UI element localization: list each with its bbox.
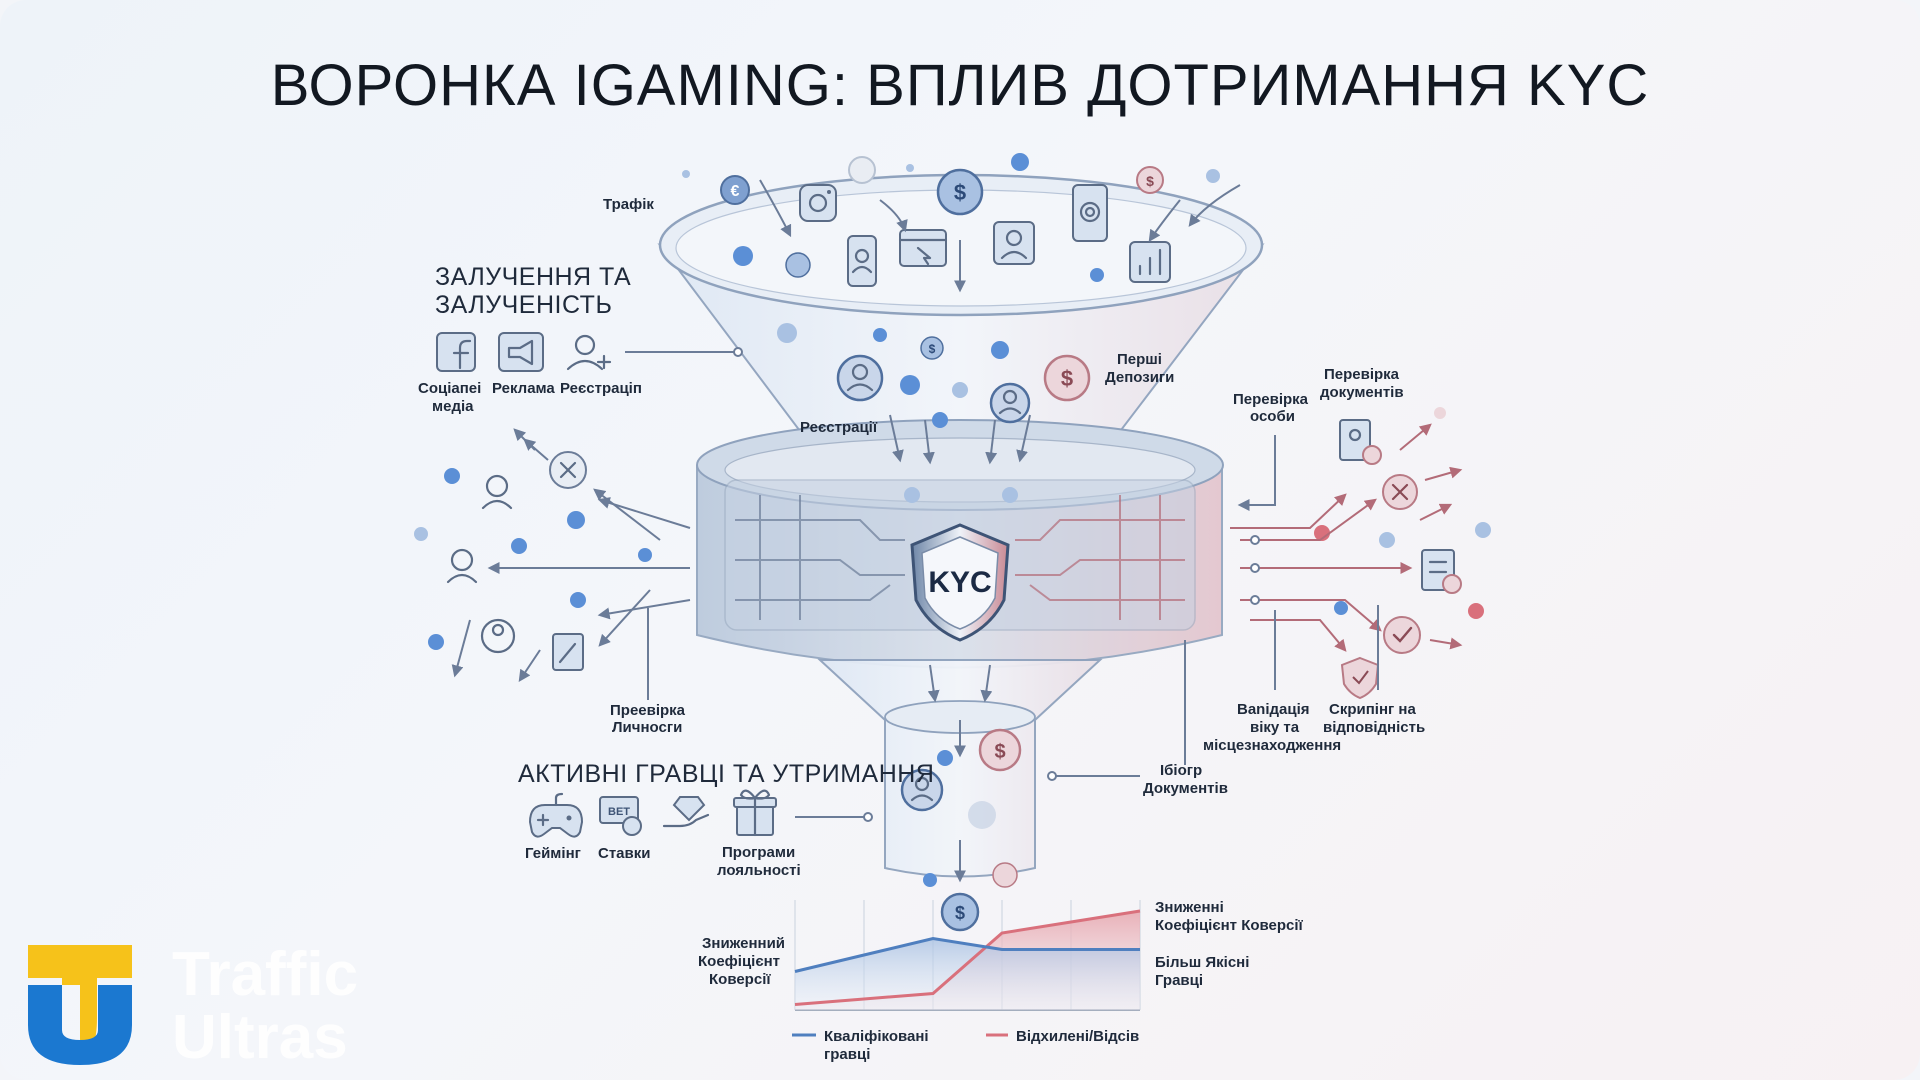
- page-title: ВОРОНКА IGAMING: ВПЛИВ ДОТРИМАННЯ KYC: [271, 53, 1650, 118]
- diamond-hand-icon: [662, 796, 710, 828]
- logo-cup: [28, 985, 132, 1065]
- first-deposits-label-1: Перші: [1117, 351, 1162, 368]
- browser-icon: [898, 229, 948, 267]
- acquisition-title-1: ЗАЛУЧЕННЯ ТА: [435, 263, 631, 291]
- chart-right-top-2: Коефіцієнт Коверсії: [1155, 917, 1304, 934]
- gift-icon: [733, 789, 777, 837]
- traffic-particles: € $ $ $: [682, 153, 1220, 888]
- facebook-icon: [436, 332, 476, 372]
- age-validation-2: віку та: [1250, 719, 1300, 736]
- traffic-ultras-logo: Traffic Ultras: [28, 940, 358, 1072]
- traffic-icons: [759, 179, 1241, 287]
- first-deposits-label-2: Депозиги: [1105, 369, 1174, 386]
- qualified-series-line: [794, 936, 1140, 973]
- doc-collection-2: Документів: [1143, 780, 1228, 797]
- reject-x-icon: [1382, 474, 1418, 510]
- svg-text:$: $: [1146, 173, 1154, 189]
- acquisition-title-2: ЗАЛУЧЕНІСТЬ: [435, 291, 612, 319]
- megaphone-icon: [498, 332, 544, 372]
- svg-text:$: $: [955, 903, 965, 923]
- qualified-area: [795, 938, 1140, 1010]
- chart-left-label-2: Коефіцієнт: [698, 953, 780, 970]
- chart-right-top-1: Зниженні: [1155, 899, 1224, 916]
- doc-check-1: Перевірка: [1324, 366, 1400, 383]
- verified-badge-icon: [1383, 616, 1421, 654]
- chart-left-label-1: Зниженний: [702, 935, 785, 952]
- legend-rejected: Відхилені/Відсів: [1016, 1028, 1139, 1045]
- funnel-user-icons: $: [836, 354, 1091, 424]
- fingerprint-phone-icon: [1072, 184, 1108, 242]
- social-media-label-1: Соціапеі: [418, 380, 481, 397]
- screening-2: відповідність: [1323, 719, 1425, 736]
- svg-text:$: $: [954, 180, 966, 205]
- chart-right-bottom-1: Більш Якісні: [1155, 954, 1249, 971]
- logo-top-bar: [28, 945, 132, 1058]
- doc-collection-1: Ібіогр: [1160, 762, 1202, 779]
- bar-chart-icon: [1129, 241, 1171, 283]
- kyc-label: KYC: [928, 566, 991, 599]
- brand-line-1: Traffic: [172, 940, 358, 1009]
- legend-qualified-2: гравці: [824, 1046, 870, 1063]
- left-rejects: [414, 428, 691, 682]
- age-validation-1: Ваnідація: [1237, 701, 1310, 718]
- id-check-right-1: Перевірка: [1233, 391, 1309, 408]
- flow-arrows: [889, 240, 1031, 883]
- clipboard-check-icon: [1421, 549, 1462, 594]
- social-media-label-2: медіа: [432, 398, 474, 415]
- add-user-icon: [566, 334, 612, 371]
- legend-qualified-1: Кваліфіковані: [824, 1028, 929, 1045]
- chart-legend: Кваліфіковані гравці Відхилені/Відсів: [792, 1028, 1139, 1063]
- instagram-icon: [799, 184, 837, 222]
- gaming-label: Геймінг: [525, 845, 581, 862]
- right-checks: [1230, 407, 1491, 700]
- traffic-label: Трафік: [603, 196, 654, 213]
- id-check-left-1: Преевірка: [610, 702, 686, 719]
- loyalty-label-1: Програми: [722, 844, 795, 861]
- funnel-body: KYC: [657, 173, 1265, 878]
- bet-badge: BET: [608, 806, 630, 818]
- rejected-series-line: [794, 909, 1141, 1006]
- conversion-chart: [794, 900, 1141, 1011]
- document-user-icon: [1339, 419, 1382, 465]
- chart-left-label-3: Коверсії: [709, 971, 771, 988]
- registration-icon-label: Реєстраціп: [560, 380, 642, 397]
- betting-label: Ставки: [598, 845, 650, 862]
- ads-label: Реклама: [492, 380, 555, 397]
- age-validation-3: місцезнаходження: [1203, 737, 1341, 754]
- brand-line-2: Ultras: [172, 1003, 348, 1072]
- shield-check-icon: [1340, 656, 1380, 700]
- user-card-icon: [993, 221, 1035, 265]
- svg-text:$: $: [1061, 366, 1073, 391]
- loyalty-label-2: лояльності: [717, 862, 801, 879]
- id-check-right-2: особи: [1250, 408, 1295, 425]
- id-check-left-2: Личносги: [612, 719, 682, 736]
- registrations-label: Реєстрації: [800, 419, 878, 436]
- svg-text:€: €: [731, 183, 740, 200]
- gamepad-icon: [528, 792, 584, 838]
- active-players-title: АКТИВНІ ГРАВЦІ ТА УТРИМАННЯ: [518, 760, 934, 788]
- svg-text:$: $: [994, 741, 1005, 763]
- screening-1: Скрипінг на: [1329, 701, 1416, 718]
- svg-text:$: $: [929, 342, 936, 356]
- bet-ticket-icon: BET: [599, 796, 642, 836]
- phone-icon: [847, 235, 877, 287]
- doc-check-2: документів: [1320, 384, 1404, 401]
- chart-right-bottom-2: Гравці: [1155, 972, 1203, 989]
- retention-tokens: $ $: [900, 728, 1022, 932]
